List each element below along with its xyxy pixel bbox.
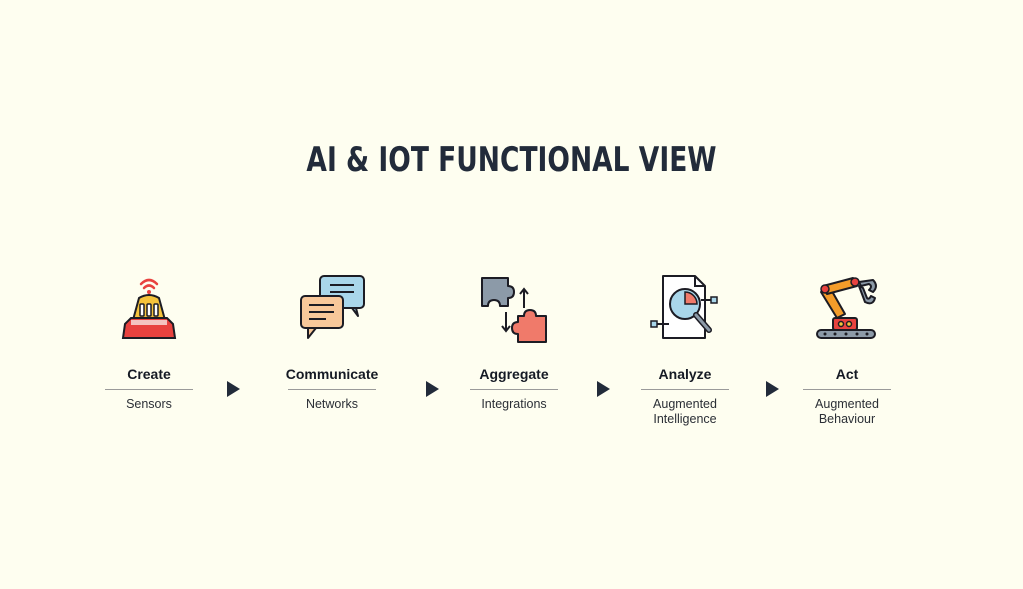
step-subtitle: Sensors [126, 397, 172, 411]
step-label: Act [835, 366, 859, 382]
step-aggregate: Aggregate Integrations [444, 272, 584, 412]
analytics-magnifier-icon [650, 275, 718, 339]
chat-bubbles-icon [300, 275, 365, 339]
divider [288, 389, 376, 390]
robotic-arm-icon [816, 277, 877, 339]
step-subtitle: Integrations [481, 397, 547, 411]
flow-arrow [426, 381, 439, 397]
step-create: Create Sensors [79, 272, 219, 412]
step-label: Communicate [285, 366, 379, 382]
step-label: Aggregate [479, 366, 549, 382]
page-title: AI & IOT FUNCTIONAL VIEW [306, 140, 717, 180]
step-subtitle: Augmented Intelligence [653, 397, 717, 426]
step-label: Create [127, 366, 171, 382]
divider [641, 389, 729, 390]
divider [105, 389, 193, 390]
step-subtitle: Networks [305, 397, 359, 411]
flow-arrow [227, 381, 240, 397]
sensor-icon [121, 278, 177, 339]
divider [803, 389, 891, 390]
step-analyze: Analyze Augmented Intelligence [615, 272, 755, 427]
flow-arrow [597, 381, 610, 397]
flow-arrow [766, 381, 779, 397]
step-act: Act Augmented Behaviour [777, 272, 917, 427]
step-subtitle: Augmented Behaviour [815, 397, 879, 426]
puzzle-icon [481, 277, 547, 343]
step-label: Analyze [658, 366, 712, 382]
divider [470, 389, 558, 390]
step-communicate: Communicate Networks [262, 272, 402, 412]
